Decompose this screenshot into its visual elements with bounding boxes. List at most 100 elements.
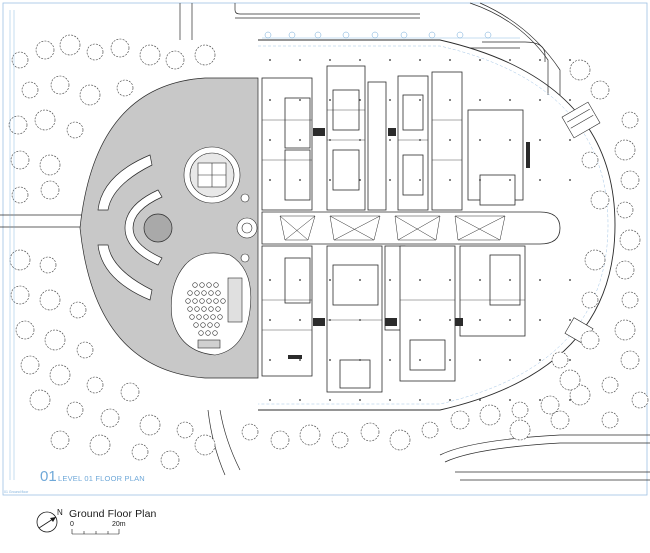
tree [66, 121, 84, 139]
tree [29, 389, 51, 411]
tree [580, 330, 600, 350]
column-dot [509, 399, 511, 401]
column-dot [329, 359, 331, 361]
scale-bar [71, 529, 120, 535]
column-dot [389, 359, 391, 361]
tree [11, 186, 29, 204]
tree [620, 350, 640, 370]
dimension-lines [9, 10, 520, 480]
column-dot [359, 399, 361, 401]
tree [8, 115, 28, 135]
tree [160, 450, 180, 470]
column-dot [389, 139, 391, 141]
tree [40, 180, 60, 200]
level-label: LEVEL 01 FLOOR PLAN [58, 474, 145, 483]
tree [76, 341, 94, 359]
round-pavilion [183, 146, 241, 204]
column-dot [329, 319, 331, 321]
column-dot [479, 179, 481, 181]
tree [15, 320, 35, 340]
tree [615, 260, 635, 280]
column-dot [569, 359, 571, 361]
column-dot [479, 359, 481, 361]
column-dot [419, 319, 421, 321]
column-dot [449, 399, 451, 401]
column-dot [269, 179, 271, 181]
column-dot [359, 139, 361, 141]
tree [50, 75, 70, 95]
building-wings-north [261, 65, 524, 211]
column-grid [269, 59, 571, 401]
tree [59, 34, 81, 56]
column-dot [359, 99, 361, 101]
tree [120, 382, 140, 402]
tree [86, 43, 104, 61]
tree [35, 40, 55, 60]
drawing-legend: N Ground Floor Plan 0 20m [0, 498, 650, 553]
column-dot [569, 399, 571, 401]
column-dot [539, 279, 541, 281]
tree [39, 256, 57, 274]
column-dot [479, 279, 481, 281]
tree [89, 434, 111, 456]
column-dot [269, 399, 271, 401]
column-dot [569, 179, 571, 181]
column-dot [269, 279, 271, 281]
site-trees [8, 34, 649, 470]
column-dot [419, 359, 421, 361]
tree [49, 364, 71, 386]
column-dot [449, 319, 451, 321]
tree [39, 289, 61, 311]
tree [50, 430, 70, 450]
column-dot [299, 99, 301, 101]
tree [44, 329, 66, 351]
building-wings-south [261, 245, 526, 393]
column-dot [299, 399, 301, 401]
scale-end-label: 20m [112, 521, 126, 528]
column-dot [479, 399, 481, 401]
column-dot [329, 399, 331, 401]
tree [9, 249, 31, 271]
corridor-planters [279, 215, 506, 241]
column-dot [539, 59, 541, 61]
tree [270, 430, 290, 450]
site-boundary [258, 39, 616, 411]
access-road [0, 2, 561, 228]
tree [550, 410, 570, 430]
tree [540, 395, 560, 415]
column-dot [509, 99, 511, 101]
column-dot [299, 59, 301, 61]
column-dot [539, 139, 541, 141]
tree [69, 301, 87, 319]
column-dot [449, 139, 451, 141]
tree [619, 229, 641, 251]
tree [20, 355, 40, 375]
column-dot [269, 139, 271, 141]
central-corridor [261, 211, 561, 245]
tree [581, 151, 599, 169]
column-dot [449, 359, 451, 361]
column-dot [479, 319, 481, 321]
column-dot [539, 399, 541, 401]
drawing-border [2, 2, 648, 496]
column-dot [449, 179, 451, 181]
interior-details [262, 109, 525, 331]
column-dot [509, 179, 511, 181]
column-dot [299, 179, 301, 181]
corner-note: 01 Ground floor [4, 490, 29, 494]
column-dot [299, 319, 301, 321]
column-dot [569, 279, 571, 281]
tree [79, 84, 101, 106]
grid-bubbles [264, 31, 492, 39]
column-dot [479, 59, 481, 61]
column-dot [389, 399, 391, 401]
column-dot [389, 179, 391, 181]
tree [509, 419, 531, 441]
column-dot [359, 359, 361, 361]
column-dot [359, 319, 361, 321]
column-dot [479, 139, 481, 141]
entry-rotunda [236, 193, 258, 263]
north-label: N [57, 508, 63, 517]
column-dot [449, 59, 451, 61]
tree [176, 421, 194, 439]
